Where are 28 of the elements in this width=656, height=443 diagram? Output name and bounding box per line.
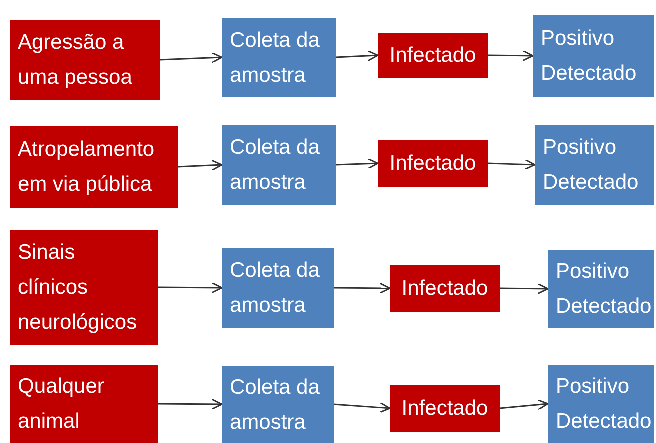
start-box: Agressão a uma pessoa	[10, 20, 160, 100]
arrow	[178, 160, 223, 172]
process-box: Coleta da amostra	[222, 248, 334, 328]
arrow	[336, 50, 379, 62]
result-box: Infectado	[378, 140, 488, 187]
arrow	[488, 159, 536, 170]
outcome-box: Positivo Detectado	[548, 365, 654, 443]
arrow	[500, 283, 549, 295]
arrow	[158, 398, 223, 410]
outcome-box: Positivo Detectado	[548, 250, 654, 328]
arrow	[336, 158, 379, 170]
result-box: Infectado	[390, 265, 500, 312]
result-box: Infectado	[378, 33, 488, 78]
start-box: Qualquer animal	[10, 365, 158, 443]
arrow	[500, 399, 549, 411]
start-box: Sinais clínicos neurológicos	[10, 230, 158, 345]
arrow	[334, 282, 391, 294]
process-box: Coleta da amostra	[222, 125, 336, 205]
outcome-box: Positivo Detectado	[533, 15, 654, 97]
arrow	[160, 52, 223, 64]
arrow	[488, 50, 534, 62]
result-box: Infectado	[390, 385, 500, 432]
arrow	[158, 282, 223, 294]
arrow	[334, 402, 391, 414]
process-box: Coleta da amostra	[222, 18, 336, 97]
outcome-box: Positivo Detectado	[535, 125, 654, 205]
process-box: Coleta da amostra	[222, 366, 334, 443]
start-box: Atropelamento em via pública	[10, 126, 178, 208]
